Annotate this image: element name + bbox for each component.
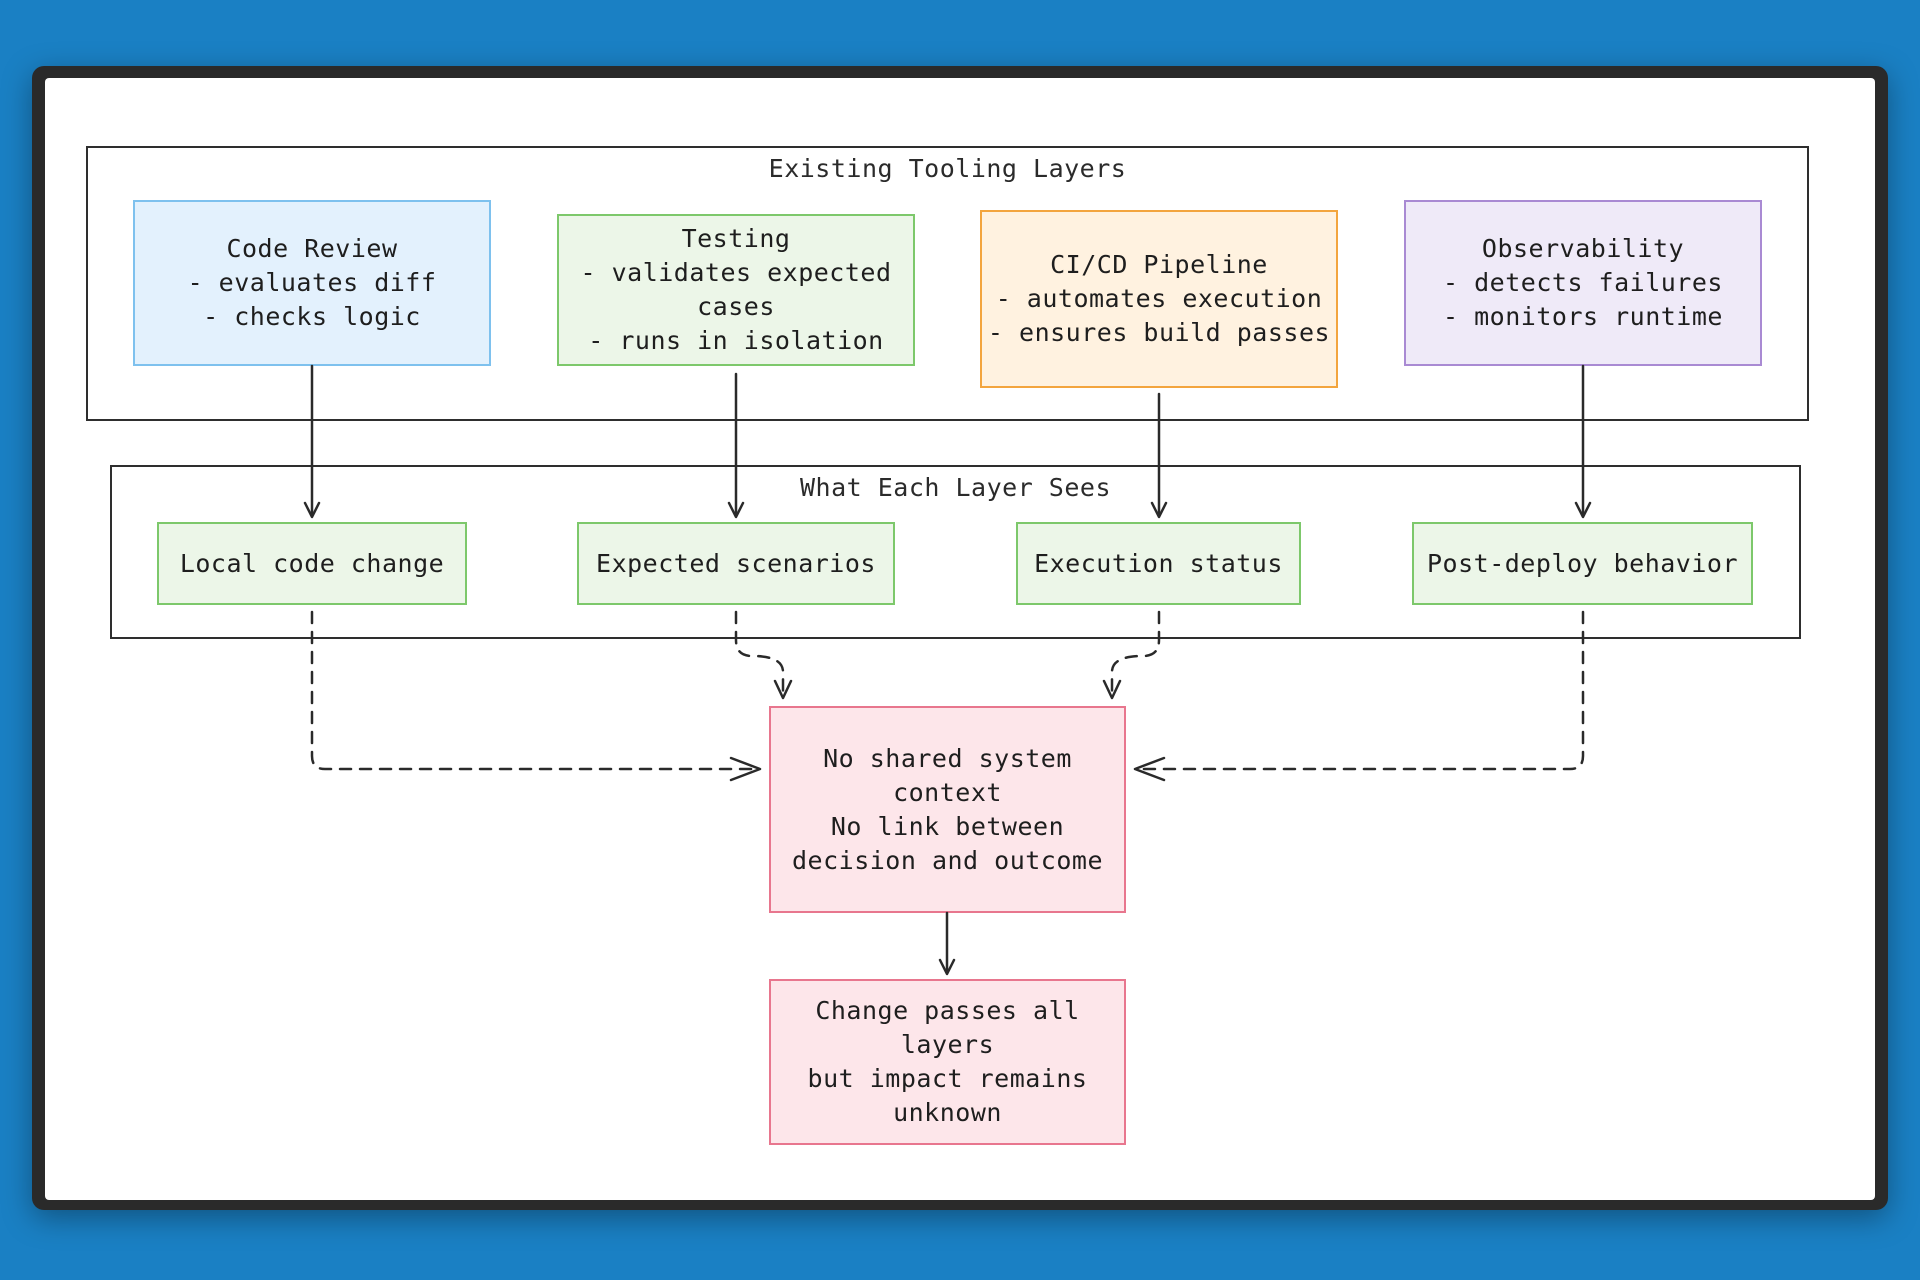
group-title: Existing Tooling Layers: [768, 154, 1127, 183]
arrowhead: [1150, 501, 1168, 519]
arrowhead: [1133, 756, 1166, 782]
group-existing-tooling-layers: Existing Tooling Layers: [86, 146, 1809, 421]
node-post-deploy-behavior[interactable]: Post-deploy behavior: [1412, 522, 1753, 605]
node-testing[interactable]: Testing - validates expected cases - run…: [557, 214, 915, 366]
arrowhead: [938, 958, 956, 976]
edge-expected-to-gap: [734, 610, 785, 698]
node-local-code-change[interactable]: Local code change: [157, 522, 467, 605]
node-code-review[interactable]: Code Review - evaluates diff - checks lo…: [133, 200, 491, 366]
arrowhead: [773, 679, 793, 700]
node-no-shared-context[interactable]: No shared system context No link between…: [769, 706, 1126, 913]
arrowhead: [729, 756, 762, 782]
node-observability[interactable]: Observability - detects failures - monit…: [1404, 200, 1762, 366]
arrowhead: [1102, 679, 1122, 700]
node-change-passes-all-layers[interactable]: Change passes all layers but impact rema…: [769, 979, 1126, 1145]
group-title: What Each Layer Sees: [799, 473, 1112, 502]
arrowhead: [727, 501, 745, 519]
node-cicd-pipeline[interactable]: CI/CD Pipeline - automates execution - e…: [980, 210, 1338, 388]
node-expected-scenarios[interactable]: Expected scenarios: [577, 522, 895, 605]
edge-postdeploy-to-gap: [1134, 610, 1585, 771]
edge-local-to-gap: [310, 610, 762, 771]
arrowhead: [1574, 501, 1592, 519]
edge-execution-to-gap: [1110, 610, 1161, 698]
group-what-each-layer-sees: What Each Layer Sees: [110, 465, 1801, 639]
node-execution-status[interactable]: Execution status: [1016, 522, 1301, 605]
arrowhead: [303, 501, 321, 519]
